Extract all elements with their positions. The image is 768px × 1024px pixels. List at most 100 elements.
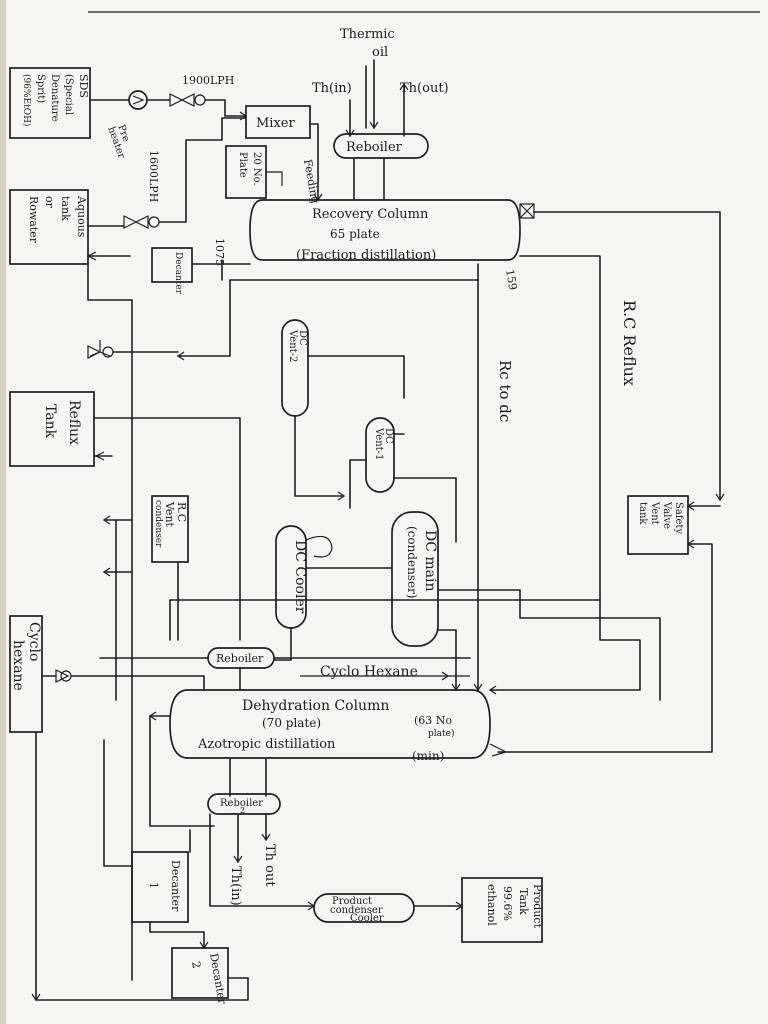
dc-main-to-right-line — [437, 589, 661, 701]
th-in-bottom-label: Th(in) — [228, 866, 243, 906]
thermic-oil-label-1: Thermic — [340, 27, 395, 42]
decanter-2: Decanter 2 — [171, 947, 229, 1006]
safety-tank-lines — [497, 505, 721, 753]
mixer-label: Mixer — [256, 116, 295, 131]
arrow-icon — [102, 567, 111, 577]
arrow-icon — [337, 491, 346, 501]
right-loop-line — [489, 599, 641, 691]
decanter-1-label-1: Decanter — [169, 860, 182, 912]
aqueous-valve-icon — [123, 215, 149, 229]
reboiler-1: Reboiler — [207, 647, 275, 669]
plate-20-box: 20 No. Plate — [225, 145, 267, 199]
dc-main-condenser-label-2: (condenser) — [405, 526, 419, 599]
safety-tank-label-4: tank — [637, 502, 648, 525]
label-159: 159 — [503, 268, 519, 291]
reflux-main-line — [93, 417, 241, 641]
rc-vent-condenser-label-1: R.C — [175, 502, 188, 522]
cyclo-hexane-tank-label-2: hexane — [10, 640, 26, 691]
dc-main-down-line — [437, 629, 457, 691]
sds-tank-label-2: (Special — [63, 74, 74, 115]
aqueous-tank: Aquous tank or Rowater — [9, 189, 89, 265]
dc-cooler: DC Cooler — [275, 525, 308, 629]
arrow-icon — [686, 539, 695, 549]
dc-cooler-loop-line — [305, 535, 333, 558]
safety-tank-label-1: Safety — [673, 502, 684, 534]
th-in-top-label: Th(in) — [312, 81, 352, 96]
reflux-tank: Reflux Tank — [9, 391, 95, 467]
min-label: (min) — [412, 749, 444, 763]
feeding-line — [309, 123, 319, 201]
reboiler-top: Reboiler — [333, 133, 429, 159]
sds-valve-icon — [169, 93, 195, 107]
thermic-arrow-icon — [369, 121, 379, 130]
dc-vent-1-label-1: DC — [383, 428, 394, 444]
sds-tank-label-1: SDS — [77, 74, 90, 98]
product-tank-label-3: 99.6% — [501, 886, 514, 921]
rc-reflux-label: R.C Reflux — [620, 300, 639, 386]
plate-to-column-line — [266, 171, 283, 186]
dc-to-reboiler-2-lines — [229, 757, 267, 797]
aqueous-tank-label-1: Aquous — [75, 195, 88, 238]
reboiler-2: Reboiler 2 — [207, 793, 281, 815]
cyclo-hexane-line-label: Cyclo Hexane — [320, 664, 418, 680]
product-condenser-label-1: Product — [332, 896, 372, 907]
decanter-small-label: Decanter — [173, 252, 183, 295]
rc-vent-valve-cross-icon — [519, 203, 535, 219]
cyclo-valve-icon — [55, 669, 70, 683]
reboiler-2-label-2: 2 — [240, 806, 245, 815]
arrow-icon — [102, 515, 111, 525]
rc-vent-to-safety-line — [533, 211, 721, 501]
reboiler-1-label: Reboiler — [216, 652, 264, 665]
dc-vent-2-label-2: Vent-2 — [287, 329, 298, 362]
decanter-1-to-2-line — [149, 921, 205, 949]
rc-reflux-line — [169, 255, 601, 601]
reflux-tank-label-2: Tank — [42, 404, 58, 439]
product-feed-line — [209, 813, 315, 907]
cyclo-flowmeter-icon — [60, 670, 72, 682]
recovery-column-label-2: 65 plate — [330, 227, 380, 241]
arrow-icon — [441, 671, 450, 681]
product-tank-label-4: ethanol — [485, 884, 498, 926]
dc-main-condenser-label-1: DC main — [422, 530, 438, 592]
safety-valve-vent-tank: Safety Valve Vent tank — [627, 495, 689, 555]
product-tank-label-2: Tank — [517, 888, 530, 915]
aqueous-tank-label-2: tank — [59, 196, 72, 221]
plate-20-label-2: Plate — [237, 152, 248, 178]
safety-tank-label-3: Vent — [649, 501, 660, 525]
dc-vent-1-to-main-line — [393, 477, 457, 543]
rc-vent-valve-icon — [519, 203, 535, 219]
th-out-top-label: Th(out) — [400, 81, 449, 96]
dehydration-column-label-2: (70 plate) — [262, 716, 321, 730]
dc-vent-1-lines — [349, 433, 405, 509]
arrow-icon — [715, 493, 725, 502]
rc-to-reflux-return-line — [177, 279, 231, 357]
plate-20-label-1: 20 No. — [251, 152, 262, 186]
rc-to-dc-label: Rc to dc — [496, 360, 514, 422]
dc-main-condenser: DC main (condenser) — [391, 511, 439, 647]
reflux-valve-icon — [87, 345, 102, 359]
aqueous-to-left-line — [87, 263, 133, 301]
safety-tank-label-2: Valve — [661, 501, 672, 529]
paper-left-edge — [0, 0, 6, 1024]
dc-vent-2: DC Vent-2 — [281, 319, 309, 417]
product-condenser-label-3: Cooler — [350, 913, 384, 924]
reboiler-to-column-lines — [353, 157, 385, 201]
sds-tank-label-3: Denature — [49, 74, 60, 122]
arrow-icon — [148, 711, 157, 721]
left-branch-lines — [103, 519, 133, 573]
cyclo-return-line — [35, 731, 249, 1001]
rc-vent-condenser-label-3: condenser — [153, 500, 163, 548]
aqueous-flowmeter-icon — [148, 216, 160, 228]
arrow-icon — [94, 451, 105, 461]
decanter-2-label-2: 2 — [189, 960, 203, 969]
rc-vent-condenser-label-2: Vent — [163, 501, 176, 528]
dehydration-column-label-1: Dehydration Column — [242, 698, 389, 714]
arrow-icon — [488, 685, 497, 695]
dc-vent-2-down-line — [294, 415, 345, 497]
sds-tank-label-4: Sprit) — [35, 74, 46, 103]
recovery-column: Recovery Column 65 plate (Fraction disti… — [249, 199, 521, 263]
plate-63-label-1: (63 No — [414, 714, 452, 727]
sds-to-mixer-line — [204, 99, 247, 117]
rc-vent-condenser: R.C Vent condenser — [151, 495, 189, 563]
dehydration-column-label-3: Azotropic distillation — [197, 737, 336, 752]
